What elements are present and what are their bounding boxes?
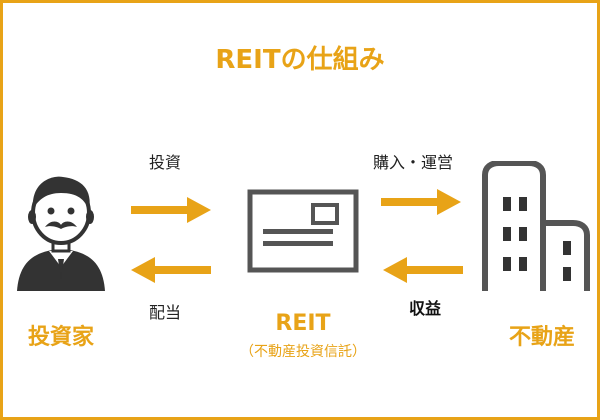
arrow-left-dividend [131, 257, 211, 283]
node-investor-label: 投資家 [27, 325, 94, 350]
arrow-right-investment [131, 197, 211, 223]
page-title: REITの仕組み [215, 45, 385, 75]
node-reit-label: REIT [275, 311, 331, 336]
arrow-right-purchase [381, 189, 461, 215]
node-realestate-label: 不動産 [508, 325, 575, 350]
edge-purchase-label: 購入・運営 [373, 153, 454, 172]
node-reit-sublabel: （不動産投資信託） [240, 344, 366, 360]
buildings-icon [482, 161, 590, 291]
investor-icon [17, 176, 105, 291]
edge-dividend-label: 配当 [149, 303, 182, 322]
edge-income-label: 収益 [409, 299, 442, 318]
reit-card-icon [247, 189, 359, 273]
arrow-left-income [383, 257, 463, 283]
edge-investment-label: 投資 [149, 153, 182, 172]
